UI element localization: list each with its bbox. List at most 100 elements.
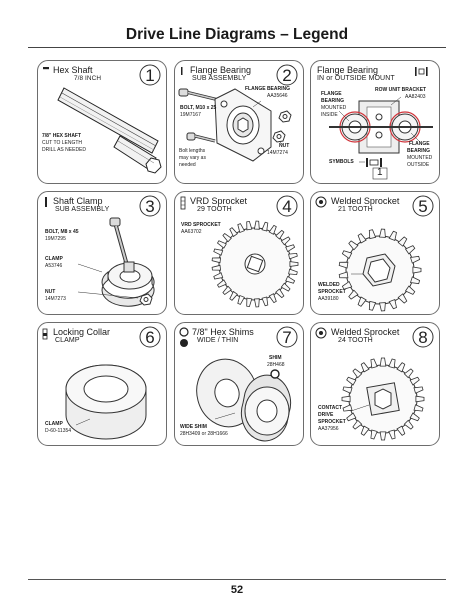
shaft-clamp-illustration [45, 197, 155, 307]
sprocket-tooth [352, 419, 363, 430]
panel-vrd-sprocket: VRD Sprocket 29 TOOTH 4 VRD SPROCKET AA6… [174, 191, 304, 315]
bolt-part-number: 19M7167 [180, 112, 201, 118]
sprocket-tooth [222, 232, 232, 243]
sprocket-tooth [338, 261, 349, 269]
sprocket-tooth [229, 290, 238, 301]
part-label: DRIVE [318, 412, 334, 418]
panel-number: 3 [145, 197, 154, 216]
sprocket-tooth [341, 281, 353, 290]
wide-shim-part-number: 28H3409 or 28H1666 [180, 431, 228, 437]
sprocket-tooth [261, 296, 269, 307]
nut-part-number: 14M7274 [267, 150, 288, 156]
nut-label: NUT [279, 143, 290, 149]
sprocket-tooth [253, 220, 260, 230]
panel-title: VRD Sprocket [190, 196, 248, 206]
sprocket-tooth [379, 228, 386, 238]
sprocket-tooth [338, 271, 349, 279]
sprocket-tooth [388, 429, 396, 440]
symbols-label: SYMBOLS [329, 159, 354, 165]
nut-part-number: 14M7273 [45, 296, 66, 302]
vrd-sprocket-illustration [180, 196, 299, 308]
part-number: D-60-11354 [45, 428, 72, 434]
sprocket-tooth [352, 368, 363, 379]
panel-title: Welded Sprocket [331, 196, 400, 206]
sprocket-tooth [388, 298, 397, 310]
sprocket-tooth [216, 240, 227, 249]
title-rule [28, 47, 446, 48]
outside-label: OUTSIDE [407, 162, 430, 168]
sprocket-tooth [216, 279, 227, 288]
welded-sprocket-24-icon [316, 328, 326, 338]
sprocket-tooth [412, 266, 422, 274]
panel-subtitle: SUB ASSEMBLY [55, 206, 110, 213]
panel-flange-bearing: Flange Bearing SUB ASSEMBLY 2 FLANGE BEA… [174, 60, 304, 184]
panel-hex-shims: 7/8" Hex Shims WIDE / THIN 7 SHIM 28H468… [174, 322, 304, 446]
part-number: AA37956 [318, 426, 339, 432]
inside-label: BEARING [321, 98, 345, 104]
sprocket-tooth [348, 240, 359, 251]
sprocket-tooth [285, 244, 296, 253]
sprocket-tooth [288, 252, 298, 260]
sprocket-tooth [403, 419, 414, 430]
sprocket-tooth [211, 257, 222, 264]
sprocket-tooth [379, 302, 386, 312]
hex-shims-illustration [179, 327, 292, 442]
panel-title: Locking Collar [53, 327, 111, 337]
part-number: AA63702 [181, 229, 202, 235]
panel-title: Flange Bearing [317, 65, 379, 75]
bolt-label: BOLT, M8 x 45 [45, 229, 79, 235]
clamp-part-number: A53746 [45, 263, 63, 269]
sprocket-tooth [397, 293, 408, 304]
part-label: CLAMP [45, 421, 63, 427]
sprocket-tooth [213, 272, 224, 280]
welded-sprocket-24-illustration [315, 327, 425, 441]
panel-subtitle: IN or OUTSIDE MOUNT [317, 75, 395, 82]
panel-number-badge: 4 [276, 195, 298, 217]
sprocket-tooth [261, 221, 269, 232]
sprocket-tooth [360, 362, 370, 373]
bolt-note: needed [179, 162, 196, 168]
sprocket-tooth [396, 362, 406, 373]
sprocket-tooth [246, 220, 253, 231]
part-label: CONTACT [318, 405, 343, 411]
bolt-part-number: 19M7295 [45, 236, 66, 242]
part-note: DRILL AS NEEDED [42, 147, 86, 153]
panel-locking-collar: Locking Collar CLAMP 6 CLAMP D-60-11354 [37, 322, 167, 446]
sprocket-tooth [370, 358, 378, 369]
vrd-sprocket-icon [181, 197, 185, 209]
shim-part-number: 28H468 [267, 362, 285, 368]
footer-rule [28, 579, 446, 580]
panel-title: 7/8" Hex Shims [192, 327, 254, 337]
sprocket-tooth [388, 230, 397, 242]
bracket-label: ROW UNIT BRACKET [375, 87, 427, 93]
sprocket-tooth [211, 264, 222, 271]
sprocket-tooth [413, 404, 424, 412]
panel-subtitle: 24 TOOTH [338, 337, 373, 344]
panel-number: 8 [418, 328, 427, 347]
panel-number-badge: 7 [276, 326, 298, 348]
sprocket-tooth [237, 294, 245, 305]
inside-label: INSIDE [321, 112, 338, 118]
panel-number: 4 [282, 197, 291, 216]
sprocket-tooth [346, 376, 357, 386]
sprocket-tooth [222, 285, 232, 296]
panel-welded-sprocket-24: Welded Sprocket 24 TOOTH 8 CONTACT DRIVE… [310, 322, 440, 446]
bearing-part-number: AA35646 [267, 93, 288, 99]
panel-number-badge: 6 [139, 326, 161, 348]
hex-shaft-icon [44, 67, 50, 69]
sprocket-tooth [213, 248, 224, 256]
sprocket-tooth [413, 386, 424, 394]
bearing-label: FLANGE BEARING [245, 86, 290, 92]
sprocket-tooth [346, 412, 357, 422]
sprocket-tooth [409, 376, 420, 386]
part-label: SPROCKET [318, 419, 346, 425]
inside-label: FLANGE [321, 91, 342, 97]
sprocket-tooth [388, 358, 396, 369]
sprocket-tooth [404, 285, 416, 295]
flange-bearing-mount-icon [414, 67, 428, 76]
symbol-number: 1 [377, 167, 383, 178]
panel-subtitle: CLAMP [55, 337, 80, 344]
sprocket-tooth [379, 357, 387, 367]
locking-collar-icon [43, 329, 47, 339]
page-title: Drive Line Diagrams – Legend [125, 26, 349, 43]
